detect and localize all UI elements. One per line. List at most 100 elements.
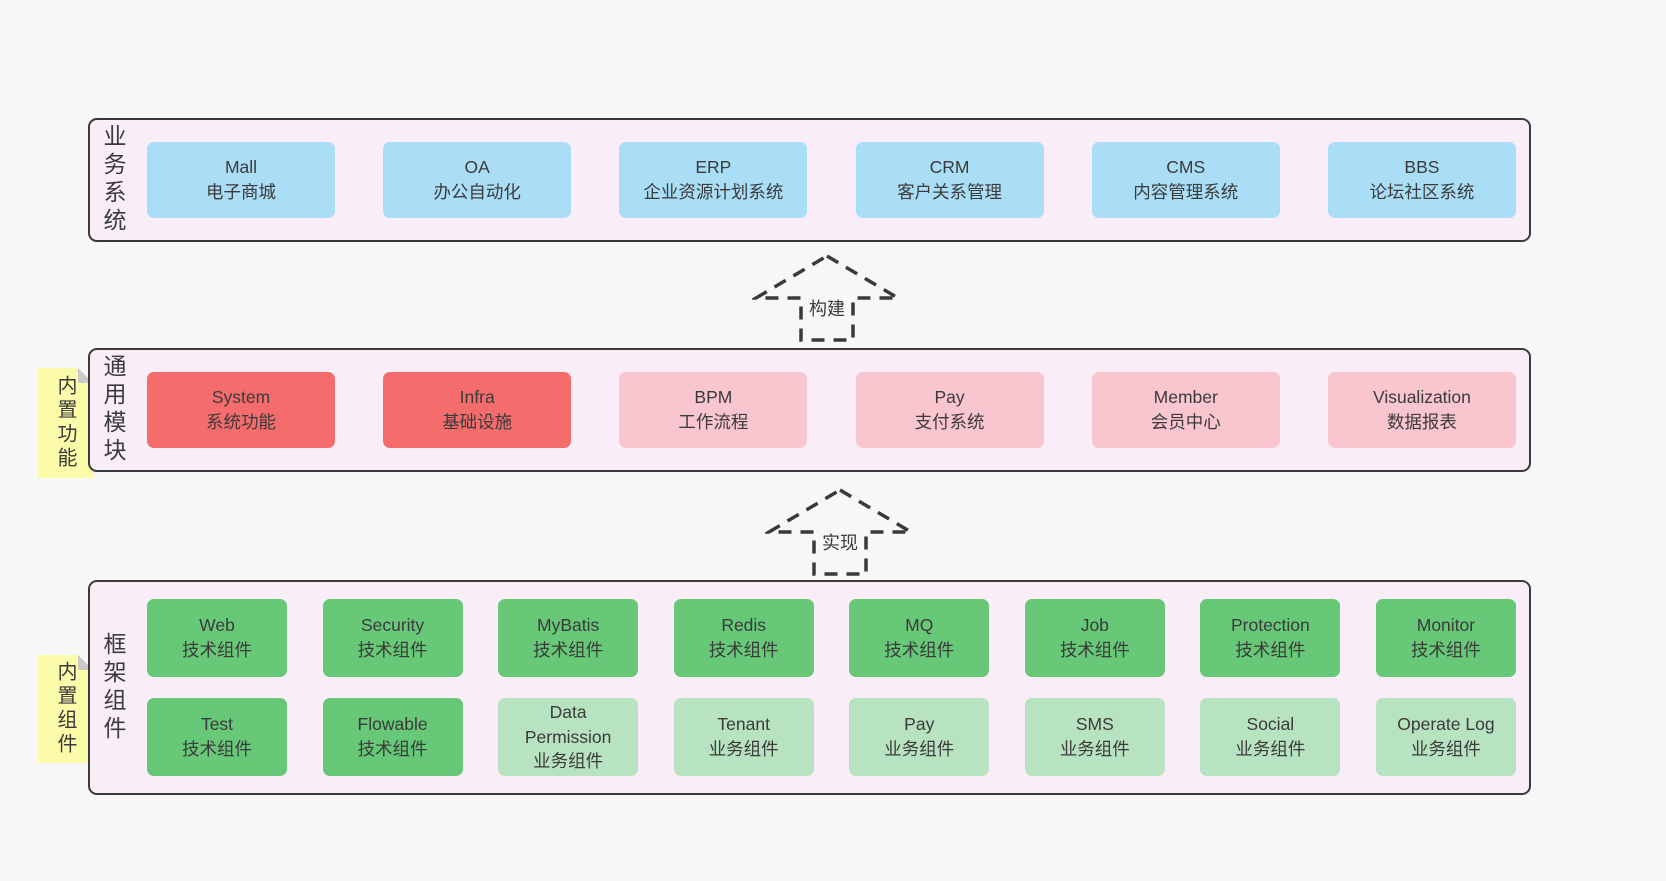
box-member-title: Member [1153, 387, 1218, 408]
box-mybatis: MyBatis 技术组件 [498, 599, 639, 677]
band-business-systems: 业务系统 Mall 电子商城 OA 办公自动化 ERP 企业资源计划系统 CRM… [88, 118, 1531, 242]
box-bbs-title: BBS [1404, 157, 1440, 178]
box-social: Social 业务组件 [1200, 698, 1341, 776]
built-in-components-note-label: 内置组件 [54, 661, 76, 757]
box-operate-log: Operate Log 业务组件 [1375, 698, 1516, 776]
box-pay-component-title: Pay [904, 714, 935, 735]
band-business-systems-content: Mall 电子商城 OA 办公自动化 ERP 企业资源计划系统 CRM 客户关系… [136, 120, 1529, 240]
box-cms-subtitle: 内容管理系统 [1133, 182, 1239, 202]
box-crm: CRM 客户关系管理 [855, 142, 1044, 218]
up-arrow-icon [765, 487, 915, 576]
box-visualization-title: Visualization [1372, 387, 1471, 408]
box-data-permission-title: Data Permission [524, 701, 612, 747]
box-pay-module-subtitle: 支付系统 [914, 412, 985, 432]
box-sms: SMS 业务组件 [1024, 698, 1165, 776]
box-job: Job 技术组件 [1024, 599, 1165, 677]
box-operate-log-title: Operate Log [1397, 714, 1495, 735]
box-flowable: Flowable 技术组件 [322, 698, 463, 776]
box-security: Security 技术组件 [322, 599, 463, 677]
box-bbs-subtitle: 论坛社区系统 [1369, 182, 1475, 202]
built-in-features-note: 内置功能 [38, 368, 93, 478]
box-crm-subtitle: 客户关系管理 [897, 182, 1003, 202]
built-in-components-note: 内置组件 [38, 655, 93, 763]
box-web-subtitle: 技术组件 [182, 640, 252, 660]
box-test-title: Test [200, 714, 234, 735]
box-member-subtitle: 会员中心 [1150, 412, 1221, 432]
box-bpm: BPM 工作流程 [619, 372, 808, 448]
box-mq: MQ 技术组件 [849, 599, 990, 677]
box-oa: OA 办公自动化 [383, 142, 572, 218]
box-social-subtitle: 业务组件 [1235, 739, 1306, 759]
box-crm-title: CRM [929, 157, 970, 178]
box-security-title: Security [360, 615, 425, 636]
box-cms: CMS 内容管理系统 [1091, 142, 1280, 218]
box-pay-module: Pay 支付系统 [855, 372, 1044, 448]
box-mq-title: MQ [905, 615, 934, 636]
box-mall-title: Mall [224, 157, 258, 178]
box-monitor-subtitle: 技术组件 [1410, 640, 1481, 660]
box-system-subtitle: 系统功能 [206, 412, 276, 432]
box-redis-subtitle: 技术组件 [708, 640, 779, 660]
build-arrow: 构建 [752, 252, 902, 344]
box-erp-title: ERP [695, 157, 732, 178]
box-operate-log-subtitle: 业务组件 [1410, 739, 1481, 759]
box-web-title: Web [199, 615, 235, 636]
band-framework-components: 框架组件 Web 技术组件 Security 技术组件 MyBatis 技术组件… [88, 580, 1531, 795]
box-mall-subtitle: 电子商城 [206, 182, 276, 202]
box-social-title: Social [1246, 714, 1295, 735]
implement-arrow: 实现 [765, 486, 915, 578]
box-bpm-title: BPM [694, 387, 733, 408]
box-data-permission: Data Permission 业务组件 [498, 698, 639, 776]
box-job-subtitle: 技术组件 [1059, 640, 1130, 660]
band-framework-components-label: 框架组件 [100, 631, 126, 744]
box-system: System 系统功能 [147, 372, 335, 448]
box-protection-subtitle: 技术组件 [1235, 640, 1306, 660]
band-business-systems-label: 业务系统 [100, 124, 126, 236]
box-test: Test 技术组件 [147, 698, 287, 776]
box-bpm-subtitle: 工作流程 [678, 412, 749, 432]
box-pay-component-subtitle: 业务组件 [884, 739, 955, 759]
box-cms-title: CMS [1166, 157, 1206, 178]
box-security-subtitle: 技术组件 [357, 640, 428, 660]
box-web: Web 技术组件 [147, 599, 287, 677]
box-redis: Redis 技术组件 [673, 599, 814, 677]
box-sms-subtitle: 业务组件 [1059, 739, 1130, 759]
box-data-permission-subtitle: 业务组件 [533, 751, 604, 772]
box-infra-subtitle: 基础设施 [442, 412, 513, 432]
framework-row-2: Test 技术组件 Flowable 技术组件 Data Permission … [147, 698, 1516, 776]
band-framework-components-content: Web 技术组件 Security 技术组件 MyBatis 技术组件 Redi… [136, 582, 1529, 793]
box-erp-subtitle: 企业资源计划系统 [643, 182, 784, 202]
box-test-subtitle: 技术组件 [182, 739, 252, 759]
band-common-modules-label: 通用模块 [100, 354, 126, 466]
build-arrow-label: 构建 [806, 294, 848, 322]
box-mybatis-subtitle: 技术组件 [533, 640, 604, 660]
box-system-title: System [211, 387, 271, 408]
box-protection: Protection 技术组件 [1200, 599, 1341, 677]
box-oa-subtitle: 办公自动化 [433, 182, 521, 202]
box-flowable-subtitle: 技术组件 [357, 739, 428, 759]
box-flowable-title: Flowable [357, 714, 428, 735]
framework-row-1: Web 技术组件 Security 技术组件 MyBatis 技术组件 Redi… [147, 599, 1516, 677]
box-oa-title: OA [464, 157, 490, 178]
box-tenant: Tenant 业务组件 [673, 698, 814, 776]
band-common-modules: 通用模块 System 系统功能 Infra 基础设施 BPM 工作流程 Pay… [88, 348, 1531, 472]
implement-arrow-label: 实现 [819, 528, 861, 556]
box-monitor: Monitor 技术组件 [1375, 599, 1516, 677]
box-infra: Infra 基础设施 [383, 372, 572, 448]
box-job-title: Job [1080, 615, 1109, 636]
box-visualization-subtitle: 数据报表 [1386, 412, 1457, 432]
box-erp: ERP 企业资源计划系统 [619, 142, 808, 218]
box-mq-subtitle: 技术组件 [884, 640, 955, 660]
up-arrow-icon [752, 253, 902, 342]
band-common-modules-content: System 系统功能 Infra 基础设施 BPM 工作流程 Pay 支付系统… [136, 350, 1529, 470]
box-tenant-subtitle: 业务组件 [708, 739, 779, 759]
box-pay-module-title: Pay [934, 387, 965, 408]
box-protection-title: Protection [1230, 615, 1310, 636]
box-infra-title: Infra [459, 387, 495, 408]
box-mall: Mall 电子商城 [147, 142, 335, 218]
box-sms-title: SMS [1075, 714, 1114, 735]
box-monitor-title: Monitor [1416, 615, 1476, 636]
box-member: Member 会员中心 [1091, 372, 1280, 448]
box-mybatis-title: MyBatis [537, 615, 600, 636]
